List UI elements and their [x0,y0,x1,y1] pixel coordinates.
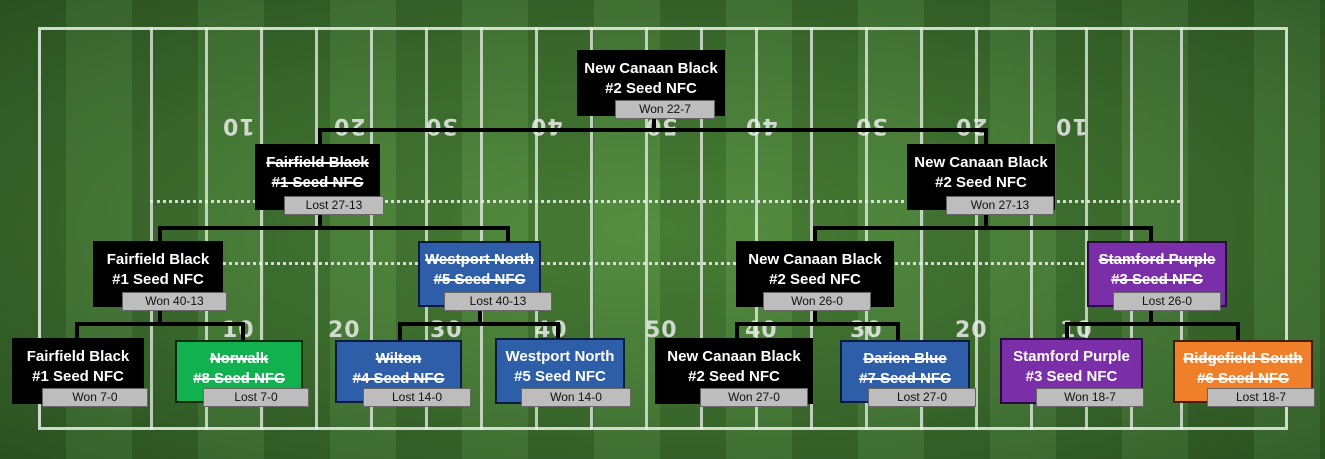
yard-number-top: 30 [425,113,458,138]
bracket-connector [158,306,162,324]
team-seed: #6 Seed NFC [1197,370,1289,387]
yard-number-top: 20 [333,113,366,138]
yard-number-top: 10 [1055,113,1088,138]
game-result-badge: Lost 18-7 [1207,388,1315,407]
team-seed: #3 Seed NFC [1025,368,1118,385]
yard-line [810,27,813,430]
bracket-connector [478,306,482,324]
game-result-badge: Lost 14-0 [363,388,471,407]
field-sideline-border [38,27,1288,430]
game-result-badge: Lost 27-0 [868,388,976,407]
team-seed: #2 Seed NFC [605,80,697,97]
team-seed: #4 Seed NFC [352,370,445,387]
yard-number-top: 10 [222,113,255,138]
team-name: Darien Blue [863,350,947,367]
bracket-connector [75,322,245,326]
bracket-connector [1065,322,1069,340]
yard-line [590,27,593,430]
team-name: Stamford Purple [1013,348,1130,365]
team-seed: #8 Seed NFC [193,370,285,387]
team-seed: #1 Seed NFC [32,368,124,385]
bracket-connector [735,322,900,326]
team-seed: #3 Seed NFC [1111,271,1203,288]
bracket-connector [1065,322,1240,326]
team-name: Norwalk [209,350,269,367]
bracket-connector [1236,322,1240,340]
bracket-connector [652,116,656,132]
team-seed: #5 Seed NFC [514,368,606,385]
bracket-connector [506,226,510,244]
bracket-connector [813,226,817,244]
team-name: Ridgefield South [1183,350,1303,367]
bracket-connector [241,322,245,340]
bracket-connector [398,322,560,326]
bracket-connector [813,226,1153,230]
team-seed: #2 Seed NFC [688,368,780,385]
bracket-connector [984,210,988,228]
team-seed: #1 Seed NFC [112,271,204,288]
hash-marks-upper [150,200,1180,203]
yard-line [150,27,153,430]
game-result-badge: Won 14-0 [521,388,631,407]
team-seed: #1 Seed NFC [271,174,364,191]
yard-number-top: 30 [855,113,888,138]
hash-marks-lower [150,262,1180,265]
yard-number-top: 40 [530,113,563,138]
yard-number-top: 20 [955,113,988,138]
bracket-connector [318,128,322,146]
bracket-connector [896,322,900,340]
game-result-badge: Won 22-7 [615,100,715,119]
yard-line [1180,27,1183,430]
team-seed: #2 Seed NFC [769,271,861,288]
team-name: New Canaan Black [667,348,801,365]
bracket-connector [158,226,162,244]
bracket-connector [1149,226,1153,244]
team-seed: #2 Seed NFC [935,174,1027,191]
team-seed: #7 Seed NFC [859,370,951,387]
team-name: Westport North [505,348,615,365]
game-result-badge: Won 7-0 [42,388,148,407]
bracket-connector [1149,306,1153,324]
yard-number-top: 40 [745,113,778,138]
bracket-connector [158,226,510,230]
team-name: Fairfield Black [266,154,369,171]
yard-line [535,27,538,430]
team-name: Stamford Purple [1098,251,1216,268]
bracket-connector [75,322,79,340]
team-name: New Canaan Black [584,60,718,77]
yard-number-bottom: 20 [328,318,361,343]
bracket-connector [398,322,402,340]
yard-number-bottom: 20 [955,318,988,343]
bracket-connector [318,128,988,132]
team-name: Fairfield Black [26,348,130,365]
game-result-badge: Won 26-0 [763,292,871,311]
team-name: Wilton [375,350,422,367]
game-result-badge: Won 27-13 [946,196,1054,215]
game-result-badge: Lost 27-13 [284,196,384,215]
yard-line [755,27,758,430]
game-result-badge: Lost 26-0 [1113,292,1221,311]
yard-line [645,27,648,430]
game-result-badge: Lost 40-13 [444,292,552,311]
team-name: New Canaan Black [748,251,882,268]
bracket-connector [984,128,988,146]
bracket-connector [556,322,560,340]
yard-line [700,27,703,430]
game-result-badge: Won 18-7 [1036,388,1144,407]
bracket-connector [318,210,322,228]
team-seed: #5 Seed NFC [433,271,526,288]
bracket-connector [735,322,739,340]
bracket-connector [813,306,817,324]
team-name: Fairfield Black [106,251,210,268]
game-result-badge: Won 27-0 [700,388,808,407]
game-result-badge: Won 40-13 [122,292,227,311]
team-name: New Canaan Black [914,154,1048,171]
team-name: Westport North [425,251,534,268]
game-result-badge: Lost 7-0 [203,388,309,407]
